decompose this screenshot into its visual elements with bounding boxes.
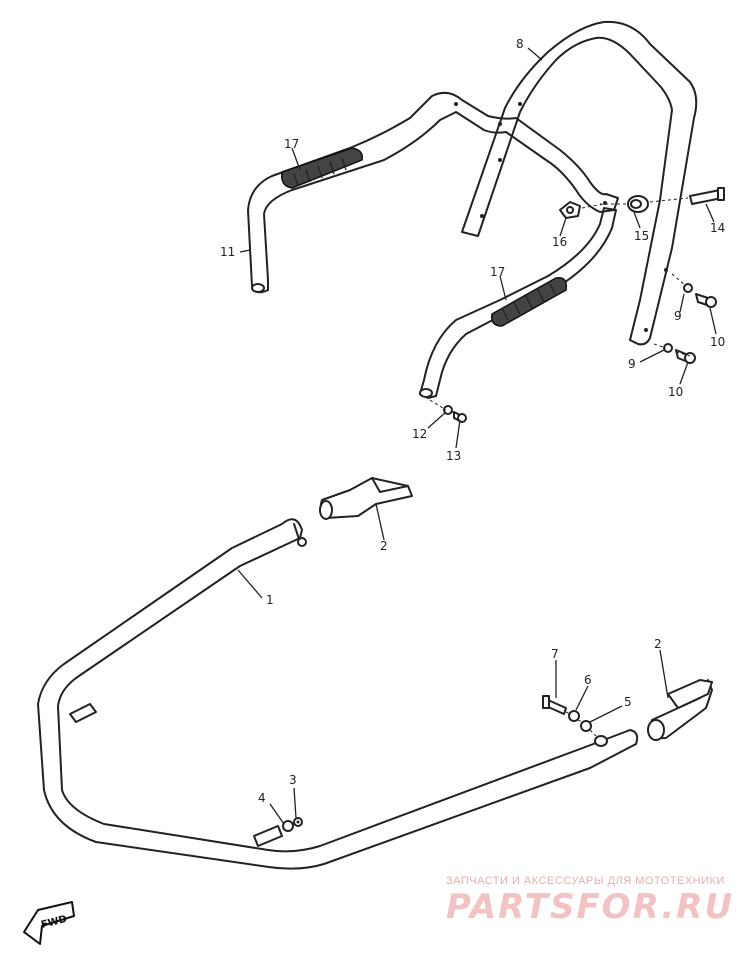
callout-1: 1: [266, 593, 274, 607]
washer-4: [282, 820, 294, 832]
bolt-10b: [675, 349, 696, 364]
callout-14: 14: [710, 221, 725, 235]
callout-5: 5: [624, 695, 632, 709]
mount-bracket-2-upper: [319, 477, 413, 520]
watermark: ЗАПЧАСТИ И АКСЕССУАРЫ ДЛЯ МОТОТЕХНИКИ PA…: [446, 875, 734, 927]
side-grab-bar-lower: [419, 207, 617, 399]
nut-3: [293, 817, 303, 827]
callout-9-upper: 9: [674, 309, 682, 323]
callout-2-upper: 2: [380, 539, 388, 553]
callout-10-lower: 10: [668, 385, 683, 399]
callout-8: 8: [516, 37, 524, 51]
callout-12: 12: [412, 427, 427, 441]
grip-17-lower: [490, 277, 568, 327]
washer-6: [568, 710, 580, 722]
bolt-14: [689, 187, 725, 205]
collar-15: [627, 195, 649, 213]
leader-lines: [237, 47, 717, 825]
bracket-16: [559, 201, 581, 219]
side-grab-bar-upper: [247, 91, 619, 294]
callout-13: 13: [446, 449, 461, 463]
callout-11: 11: [220, 245, 235, 259]
bolt-10a: [695, 293, 717, 308]
collar-5: [580, 720, 592, 732]
callout-2-lower: 2: [654, 637, 662, 651]
callout-6: 6: [584, 673, 592, 687]
mount-bracket-2-lower: [647, 679, 713, 741]
washer-9b: [663, 343, 673, 353]
callout-17-upper: 17: [284, 137, 299, 151]
callout-10-upper: 10: [710, 335, 725, 349]
bolt-7: [542, 695, 567, 715]
bumper-bar: [37, 518, 639, 870]
rear-grab-bar: [461, 20, 698, 346]
callout-4: 4: [258, 791, 266, 805]
callout-15: 15: [634, 229, 649, 243]
callout-3: 3: [289, 773, 297, 787]
grip-17-upper: [280, 147, 364, 189]
callout-17-lower: 17: [490, 265, 505, 279]
callout-7: 7: [551, 647, 559, 661]
fwd-arrow-icon: FWD: [23, 901, 75, 945]
watermark-tagline: ЗАПЧАСТИ И АКСЕССУАРЫ ДЛЯ МОТОТЕХНИКИ: [446, 875, 725, 887]
watermark-brand: PARTSFOR.RU: [446, 887, 734, 927]
callout-9-lower: 9: [628, 357, 636, 371]
washer-9a: [683, 283, 693, 293]
callout-16: 16: [552, 235, 567, 249]
